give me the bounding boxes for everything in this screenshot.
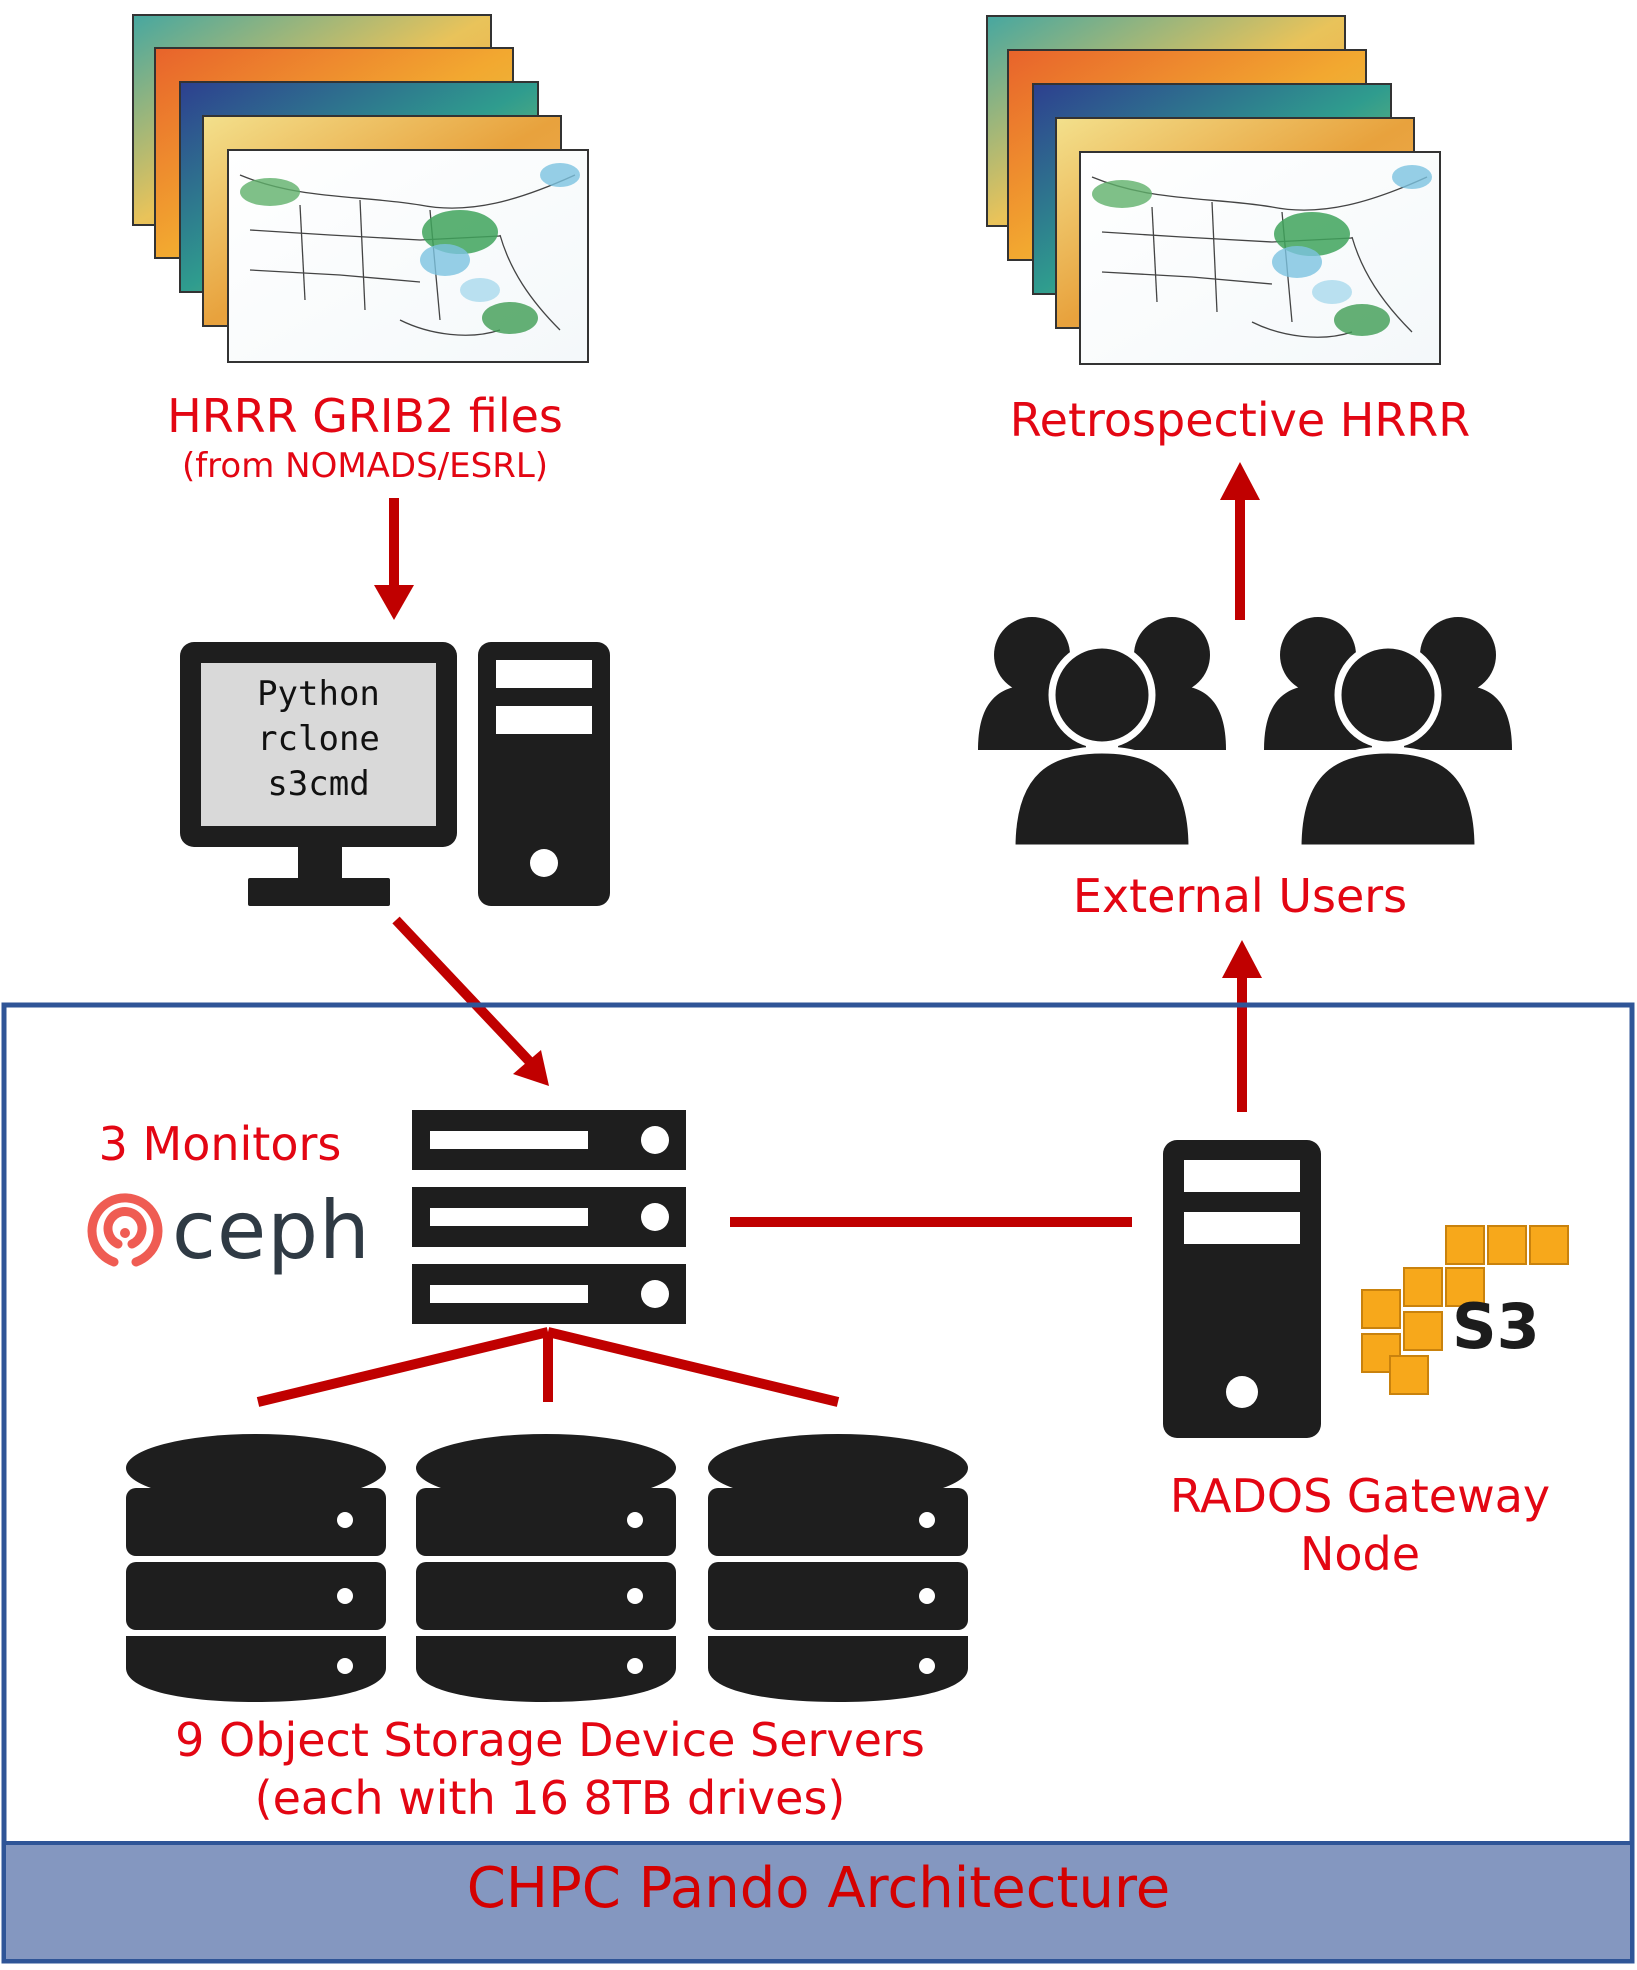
retrospective-map-stack bbox=[986, 15, 1441, 365]
database-icon-1 bbox=[126, 1434, 386, 1702]
monitor-screen bbox=[201, 663, 436, 826]
footer-title: CHPC Pando Architecture bbox=[466, 1856, 1171, 1921]
monitor-base bbox=[248, 878, 390, 906]
data-flow-arrows bbox=[374, 462, 1262, 1112]
tower-drive-bay-2 bbox=[496, 706, 592, 734]
arrow-workstation-to-cluster bbox=[392, 916, 534, 1066]
precip-areas bbox=[240, 163, 580, 334]
workstation bbox=[180, 642, 610, 906]
monitor-server-stack-icon bbox=[412, 1110, 686, 1324]
cluster-connections bbox=[256, 1217, 1132, 1407]
link-to-osd-3 bbox=[546, 1327, 840, 1407]
database-icon-2 bbox=[416, 1434, 676, 1702]
s3-logo-text: S3 bbox=[1452, 1290, 1540, 1363]
cluster-boundary bbox=[1, 1002, 1635, 1964]
s3-logo-icon bbox=[1361, 1225, 1569, 1395]
monitors-label: 3 Monitors bbox=[98, 1117, 342, 1171]
rados-gateway-label-line2: Node bbox=[1299, 1527, 1421, 1581]
database-icon-3 bbox=[708, 1434, 968, 1702]
osd-database-icons bbox=[126, 1434, 968, 1702]
workstation-tool-1: Python bbox=[257, 674, 380, 714]
hrrr-files-label: HRRR GRIB2 files bbox=[167, 389, 563, 443]
retrospective-hrrr-label: Retrospective HRRR bbox=[1009, 393, 1471, 447]
hrrr-source-label: (from NOMADS/ESRL) bbox=[181, 446, 549, 486]
users-group-icon bbox=[978, 617, 1512, 852]
link-to-osd-1 bbox=[256, 1327, 550, 1407]
rados-gateway-label-line1: RADOS Gateway bbox=[1169, 1469, 1551, 1523]
hrrr-map-stack bbox=[132, 14, 589, 363]
osd-label-line1: 9 Object Storage Device Servers bbox=[175, 1713, 925, 1767]
workstation-tool-2: rclone bbox=[257, 719, 380, 759]
tower-drive-bay-1 bbox=[496, 660, 592, 688]
ceph-logo-text: ceph bbox=[172, 1184, 371, 1277]
workstation-tool-3: s3cmd bbox=[267, 764, 370, 804]
chpc-pando-frame bbox=[1, 1002, 1635, 1964]
monitor-neck bbox=[298, 847, 342, 880]
rados-gateway-tower-icon bbox=[1163, 1140, 1321, 1438]
tower-power-button bbox=[530, 849, 558, 877]
precip-areas bbox=[1092, 165, 1432, 336]
ceph-logo-icon bbox=[87, 1193, 163, 1267]
external-users-label: External Users bbox=[1072, 869, 1408, 923]
osd-label-line2: (each with 16 8TB drives) bbox=[254, 1771, 846, 1825]
footer-band bbox=[6, 1843, 1630, 1959]
